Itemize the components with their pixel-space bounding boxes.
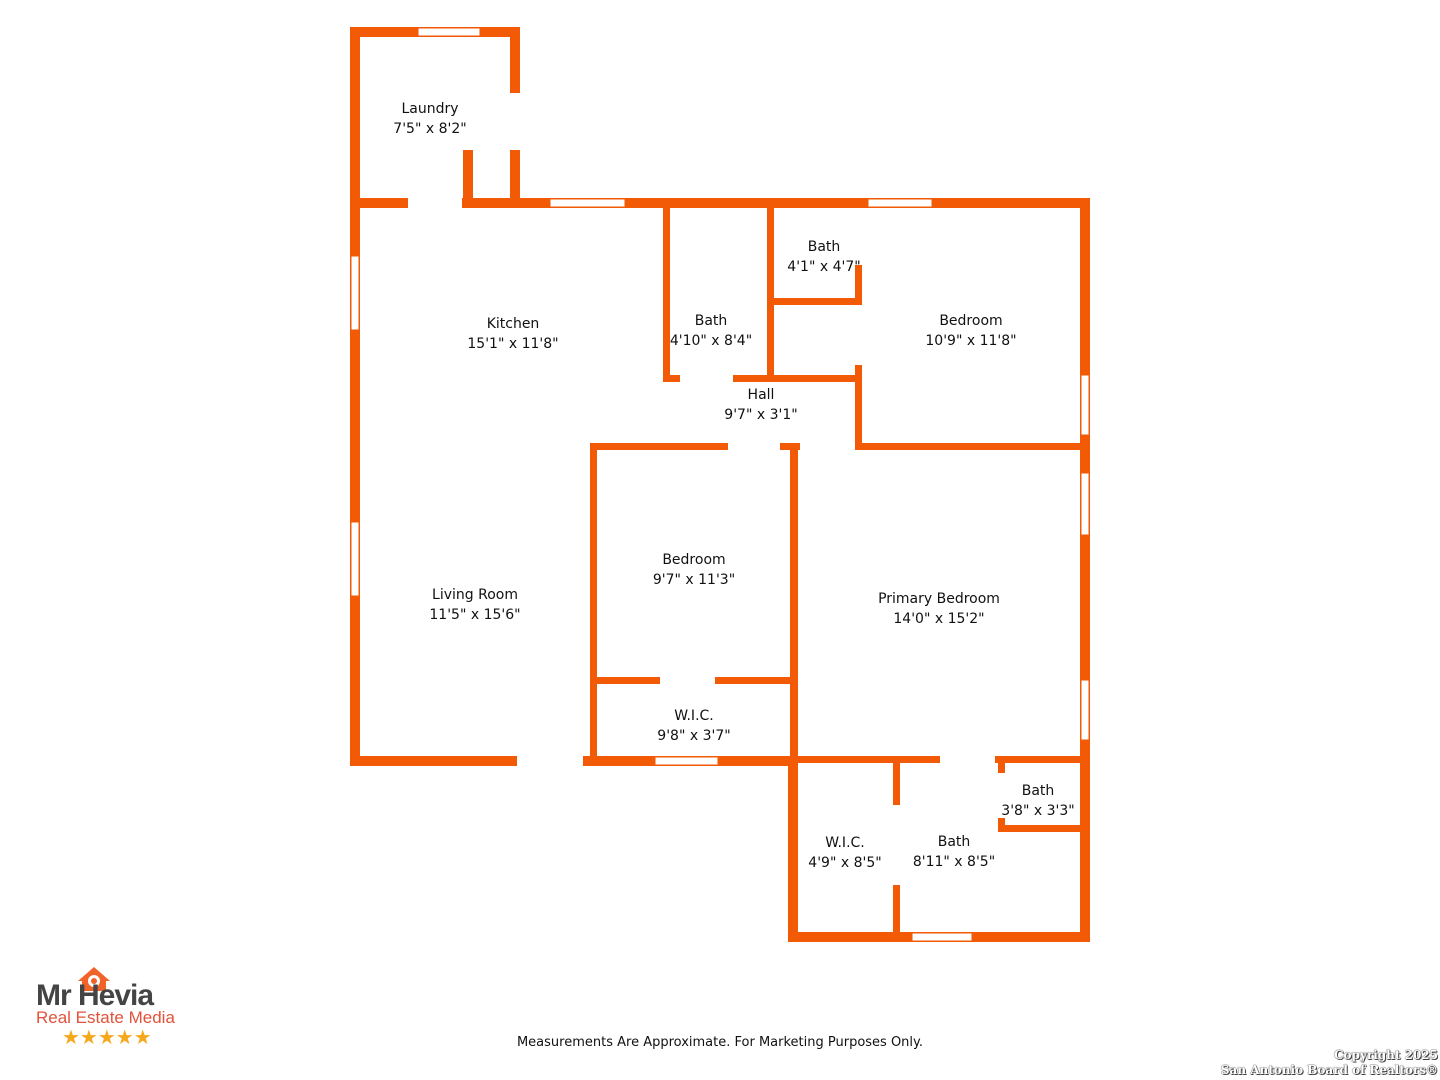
logo-text: Mr Hevia <box>36 979 154 1012</box>
house-camera-icon <box>78 967 110 991</box>
room-size: 3'8" x 3'3" <box>1001 803 1074 819</box>
room-size: 14'0" x 15'2" <box>893 611 984 627</box>
star-rating: ★★★★★ <box>62 1025 152 1049</box>
room-size: 4'1" x 4'7" <box>787 259 860 275</box>
room-name: W.I.C. <box>825 835 865 851</box>
room-name: Bath <box>695 313 728 329</box>
room-name: Hall <box>748 387 775 403</box>
copyright-line: Copyright 2025 <box>1333 1048 1438 1062</box>
room-size: 4'10" x 8'4" <box>670 333 752 349</box>
room-name: Primary Bedroom <box>878 591 1000 607</box>
room-size: 8'11" x 8'5" <box>913 854 995 870</box>
room-size: 9'8" x 3'7" <box>657 728 730 744</box>
room-name: W.I.C. <box>674 708 714 724</box>
room-size: 15'1" x 11'8" <box>467 336 558 352</box>
room-name: Bedroom <box>662 552 725 568</box>
room-size: 9'7" x 3'1" <box>724 407 797 423</box>
room-labels: Laundry 7'5" x 8'2" Kitchen 15'1" x 11'8… <box>393 101 1074 871</box>
room-size: 9'7" x 11'3" <box>653 572 735 588</box>
logo: Mr Hevia Real Estate Media ★★★★★ <box>36 965 196 1050</box>
logo-subtitle: Real Estate Media <box>36 1008 175 1027</box>
room-size: 4'9" x 8'5" <box>808 855 881 871</box>
room-name: Bath <box>1022 783 1055 799</box>
room-size: 11'5" x 15'6" <box>429 607 520 623</box>
copyright: Copyright 2025 San Antonio Board of Real… <box>1221 1048 1438 1078</box>
room-size: 10'9" x 11'8" <box>925 333 1016 349</box>
walls <box>350 27 1090 942</box>
room-name: Laundry <box>401 101 458 117</box>
room-name: Living Room <box>432 587 518 603</box>
room-size: 7'5" x 8'2" <box>393 121 466 137</box>
room-name: Kitchen <box>487 316 540 332</box>
copyright-line: San Antonio Board of Realtors® <box>1220 1063 1438 1077</box>
windows <box>350 27 1090 942</box>
disclaimer: Measurements Are Approximate. For Market… <box>516 1035 924 1050</box>
room-name: Bath <box>938 834 971 850</box>
room-name: Bedroom <box>939 313 1002 329</box>
room-name: Bath <box>808 239 841 255</box>
